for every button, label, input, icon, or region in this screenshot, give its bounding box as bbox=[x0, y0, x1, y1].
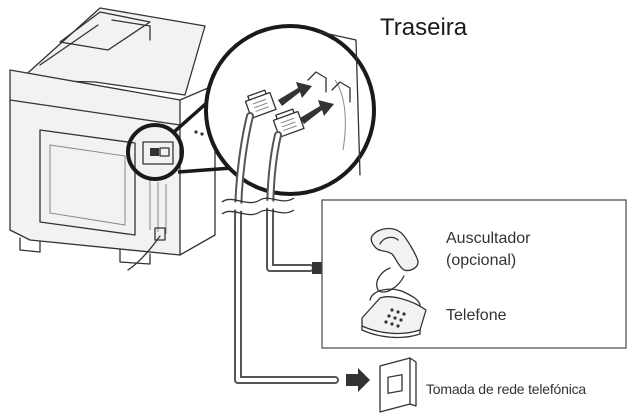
wall-jack-label: Tomada de rede telefónica bbox=[426, 381, 586, 397]
detail-marker-circle bbox=[126, 123, 184, 181]
rear-view-title: Traseira bbox=[380, 14, 468, 41]
telephone-label: Telefone bbox=[446, 307, 507, 324]
zoom-detail bbox=[172, 24, 376, 196]
handset-label: Auscultador (opcional) bbox=[446, 228, 531, 272]
handset-icon bbox=[370, 227, 419, 293]
cable-break-mark bbox=[219, 197, 296, 216]
printer bbox=[9, 7, 216, 271]
cable-to-wall-jack bbox=[234, 112, 339, 384]
cable-to-telephone bbox=[266, 131, 314, 272]
arrow-to-wall-jack bbox=[346, 368, 370, 392]
handset-label-line2: (opcional) bbox=[446, 252, 517, 269]
wall-jack-icon bbox=[379, 357, 417, 413]
telephone-icon bbox=[361, 288, 427, 339]
handset-label-line1: Auscultador bbox=[446, 230, 531, 247]
